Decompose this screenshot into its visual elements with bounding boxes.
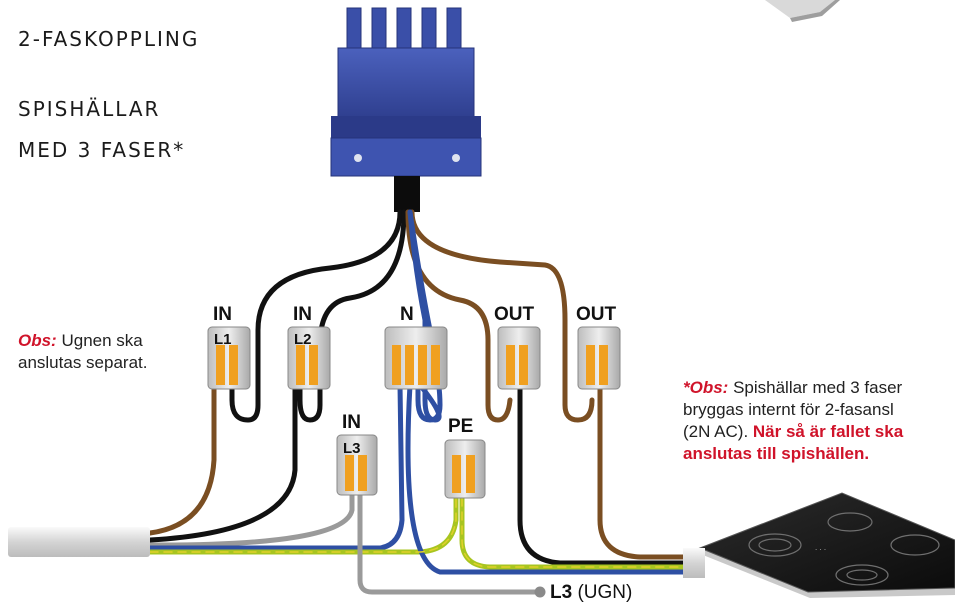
wire-out1-black-hob — [517, 382, 693, 566]
plug-icon — [330, 7, 482, 212]
title-line-3: MED 3 FASER* — [18, 138, 186, 162]
wire-plug-blue-n-b — [407, 209, 443, 423]
wire-blue-main — [147, 382, 405, 551]
label-out1: OUT — [494, 304, 535, 325]
note-left-line1: Ugnen ska — [56, 331, 143, 350]
note-right: *Obs: Spishällar med 3 faser bryggas int… — [683, 377, 955, 465]
title-line-2: SPISHÄLLAR — [18, 97, 161, 121]
note-left: Obs: Ugnen ska anslutas separat. — [18, 330, 147, 374]
note-left-obs: Obs: — [18, 331, 57, 350]
oven-label-rest: (UGN) — [572, 582, 632, 603]
note-right-line1: Spishällar med 3 faser — [728, 378, 903, 397]
oven-label-bold: L3 — [550, 582, 572, 603]
label-l2: L2 — [294, 331, 312, 348]
note-right-line4-red: anslutas till spishällen. — [683, 444, 870, 463]
wires — [147, 209, 693, 595]
wago-connector-icon — [207, 326, 621, 499]
label-pe: PE — [448, 416, 473, 437]
oven-label: L3 (UGN) — [550, 582, 632, 603]
connector-out2 — [577, 326, 621, 390]
wire-blue-hob — [405, 382, 693, 575]
connector-n — [384, 326, 448, 390]
hob-icon: · · · — [683, 492, 955, 598]
connector-l3 — [336, 434, 378, 496]
connector-out1 — [497, 326, 541, 390]
label-l1: L1 — [214, 331, 232, 348]
wire-plug-brown-out1 — [405, 209, 513, 423]
connector-pe — [444, 439, 486, 499]
wire-plug-brown-out2 — [409, 209, 595, 423]
label-out2: OUT — [576, 304, 617, 325]
wire-gray-oven — [357, 492, 541, 595]
connector-l2 — [287, 326, 331, 390]
title-line-1: 2-FASKOPPLING — [18, 27, 200, 51]
wire-brown-l1 — [147, 382, 217, 536]
note-left-line2: anslutas separat. — [18, 353, 148, 372]
note-right-line3-red: När så är fallet ska — [752, 422, 904, 441]
label-l3: L3 — [343, 440, 361, 457]
wire-plug-black-l1 — [229, 209, 403, 423]
wire-black-l2 — [147, 382, 298, 543]
wire-ye-hob-stripe — [461, 497, 691, 568]
note-right-line2: bryggas internt för 2-fasansl — [683, 400, 894, 419]
label-in-l1: IN — [213, 304, 232, 325]
label-in-l3: IN — [342, 412, 361, 433]
cable-icon — [8, 527, 150, 557]
note-right-line3-plain: (2N AC). — [683, 422, 753, 441]
label-in-l2: IN — [293, 304, 312, 325]
label-n: N — [400, 304, 414, 325]
oven-terminal-dot — [534, 586, 546, 598]
connector-l1 — [207, 326, 251, 390]
note-right-obs: *Obs: — [683, 378, 729, 397]
svg-text:· · ·: · · · — [815, 546, 826, 554]
wire-out2-brown-hob — [597, 382, 693, 560]
wire-ye-left-stripe — [149, 497, 457, 553]
wire-gray-l3 — [147, 492, 355, 548]
appliance-corner-icon — [765, 0, 840, 22]
